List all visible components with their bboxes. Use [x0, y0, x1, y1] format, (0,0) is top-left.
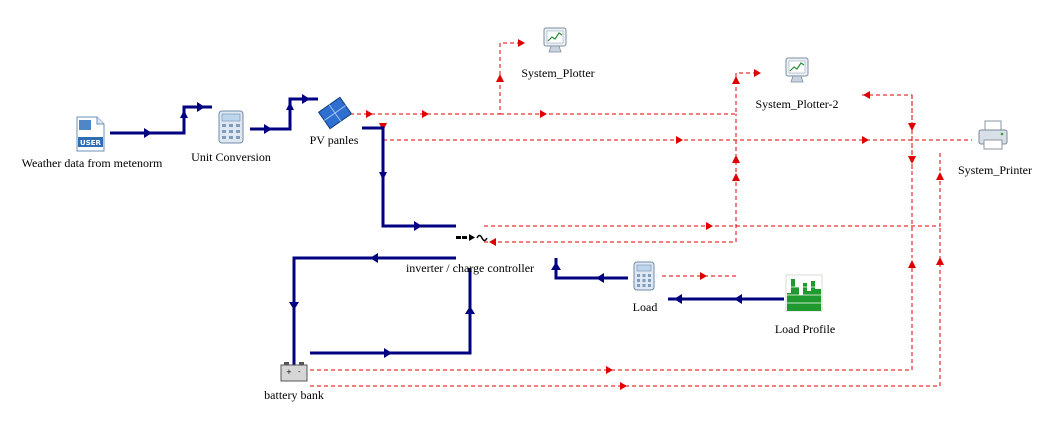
user-icon-text: USER	[80, 139, 102, 147]
blue-arrow	[289, 302, 299, 310]
blue-arrow	[734, 294, 742, 304]
battery-bank-label: battery bank	[264, 388, 324, 402]
blue-arrow	[551, 262, 561, 270]
red-arrow	[676, 136, 683, 144]
system-printer-component[interactable]: System_Printer	[958, 120, 1032, 177]
blue-arrow	[674, 294, 682, 304]
red-arrow	[754, 69, 761, 77]
blue-arrow	[379, 172, 387, 180]
user-file-icon: USER	[76, 116, 105, 152]
red-arrow	[489, 238, 496, 246]
system-printer-label: System_Printer	[958, 163, 1032, 177]
red-arrow	[366, 110, 373, 118]
weather-data-label: Weather data from metenorm	[22, 156, 163, 170]
blue-arrow	[264, 124, 272, 134]
blue-arrow	[197, 102, 205, 112]
flow-unitconv-to-pv[interactable]	[250, 97, 318, 131]
red-arrow	[936, 172, 944, 180]
load-profile-component[interactable]: Load Profile	[775, 274, 835, 336]
flow-pv-to-inverter[interactable]	[362, 126, 456, 228]
red-arrow	[422, 110, 429, 118]
red-arrow	[862, 136, 869, 144]
link-pv-to-plotter2-top[interactable]	[500, 72, 758, 115]
monitor-plot-icon	[543, 27, 567, 53]
blue-arrow	[286, 102, 294, 110]
link-battery-to-printer[interactable]	[310, 226, 941, 387]
pv-panels-component[interactable]: PV panles	[310, 96, 359, 147]
blue-arrow	[180, 110, 188, 118]
load-label: Load	[633, 300, 658, 314]
energy-flow-links	[110, 97, 784, 366]
flow-weather-to-unitconv[interactable]	[110, 105, 212, 135]
solar-panel-icon	[317, 96, 353, 130]
red-arrow	[732, 155, 740, 163]
link-inverter-to-printer[interactable]	[484, 150, 941, 227]
blue-arrow	[384, 348, 392, 358]
red-arrow	[706, 222, 713, 230]
system-plotter-component[interactable]: System_Plotter	[521, 27, 595, 80]
blue-arrow	[596, 273, 604, 283]
link-inverter-to-plotter2[interactable]	[484, 114, 737, 243]
battery-bank-component[interactable]: + - battery bank	[264, 362, 324, 402]
weather-data-component[interactable]: USER Weather data from metenorm	[22, 116, 163, 170]
red-arrow	[496, 74, 504, 82]
system-plotter-label: System_Plotter	[521, 66, 594, 80]
blue-arrow	[370, 253, 378, 263]
inverter-component[interactable]: inverter / charge controller	[406, 234, 534, 275]
red-arrow	[518, 39, 525, 47]
blue-arrow	[414, 221, 422, 231]
red-arrow	[700, 272, 707, 280]
load-component[interactable]: Load	[633, 261, 658, 314]
red-arrow	[620, 382, 627, 390]
flow-inverter-to-battery[interactable]	[292, 256, 456, 366]
blue-arrow	[465, 306, 475, 314]
system-plotter-2-component[interactable]: System_Plotter-2	[755, 57, 839, 111]
flow-battery-to-inverter[interactable]	[310, 268, 472, 355]
battery-icon: + -	[280, 362, 308, 382]
red-arrow	[908, 123, 916, 131]
red-arrow	[908, 156, 916, 164]
link-plotter2-right[interactable]	[862, 94, 913, 257]
red-arrow	[540, 110, 547, 118]
inverter-label: inverter / charge controller	[406, 261, 534, 275]
red-arrow	[908, 260, 916, 268]
printer-icon	[978, 120, 1008, 150]
signal-links	[310, 42, 972, 387]
pv-panels-label: PV panles	[310, 133, 359, 147]
link-pv-to-plotter[interactable]	[350, 42, 522, 115]
red-arrow	[732, 173, 740, 181]
unit-conversion-label: Unit Conversion	[191, 150, 271, 164]
load-profile-label: Load Profile	[775, 322, 835, 336]
bar-chart-icon	[785, 274, 823, 312]
link-battery-to-plotter2[interactable]	[310, 257, 913, 371]
red-arrow	[863, 91, 870, 99]
calculator-icon	[633, 261, 655, 291]
signal-arrowheads	[366, 39, 944, 390]
red-arrow	[606, 366, 613, 374]
svg-text:-: -	[298, 368, 301, 376]
red-arrow	[936, 257, 944, 265]
flow-arrowheads	[144, 94, 742, 358]
monitor-plot-icon	[785, 57, 809, 83]
calculator-icon	[218, 110, 244, 144]
inverter-icon	[456, 234, 488, 242]
red-arrow	[732, 76, 740, 84]
system-plotter-2-label: System_Plotter-2	[755, 97, 838, 111]
unit-conversion-component[interactable]: Unit Conversion	[191, 110, 271, 164]
flow-load-to-inverter[interactable]	[554, 258, 628, 280]
svg-text:+: +	[286, 368, 292, 376]
blue-arrow	[302, 94, 310, 104]
blue-arrow	[144, 128, 152, 138]
